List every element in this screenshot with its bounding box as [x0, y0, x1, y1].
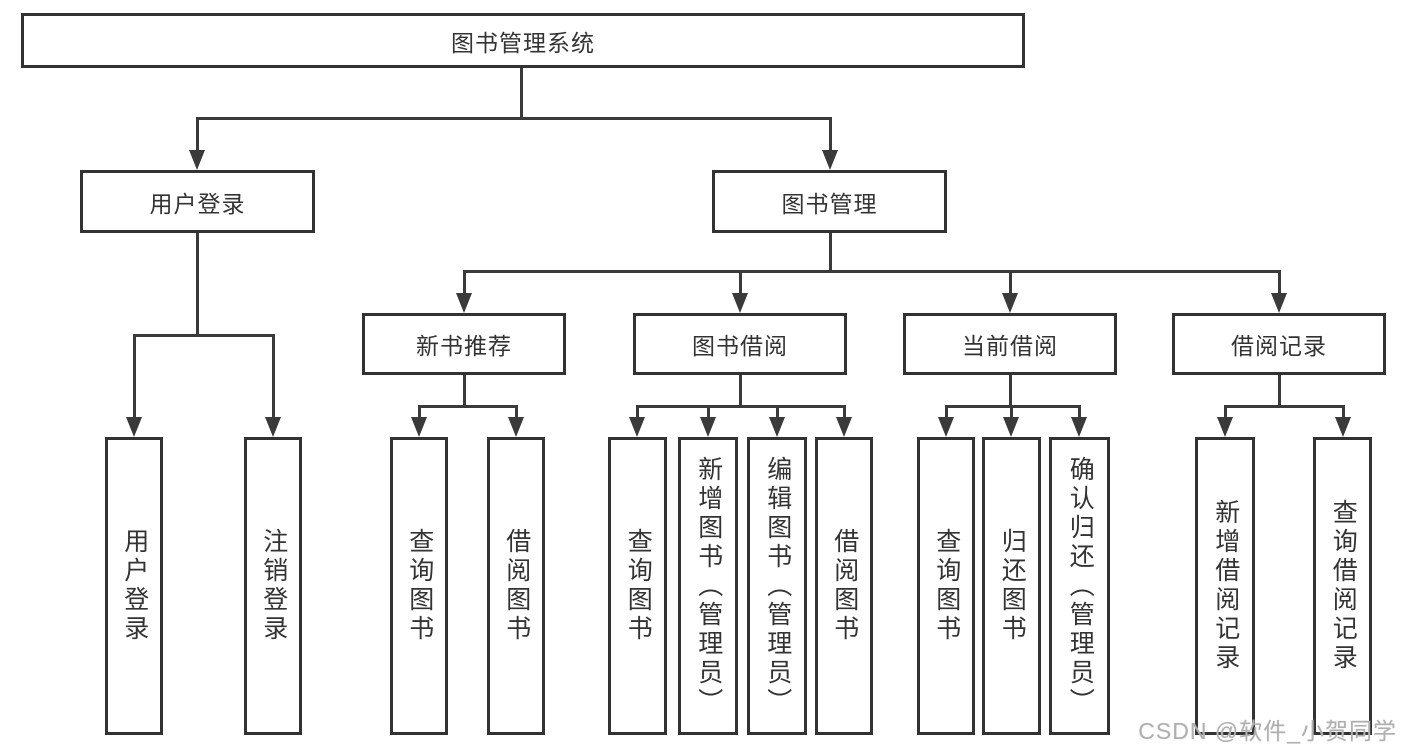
arrowhead-down-icon	[126, 417, 142, 437]
node-new-book-recommend: 新书推荐	[362, 313, 566, 375]
node-user-login-label: 用户登录	[149, 190, 246, 217]
node-book-borrow: 图书借阅	[633, 313, 847, 375]
node-borrow-record-label: 借阅记录	[1231, 333, 1327, 359]
connector-line	[1223, 404, 1345, 408]
leaf-borrow-books-1-label: 借阅图书	[502, 528, 531, 644]
connector-line	[635, 406, 639, 421]
connector-line	[271, 335, 275, 421]
arrowhead-down-icon	[822, 150, 838, 170]
connector-line	[828, 233, 832, 271]
node-current-borrow: 当前借阅	[903, 313, 1117, 375]
leaf-query-books-1: 查询图书	[390, 437, 448, 735]
connector-line	[1077, 406, 1081, 421]
leaf-user-login: 用户登录	[105, 437, 163, 735]
arrowhead-down-icon	[411, 417, 427, 437]
arrowhead-down-icon	[732, 293, 748, 313]
connector-line	[828, 118, 832, 154]
node-root: 图书管理系统	[21, 13, 1025, 68]
leaf-query-borrow-record: 查询借阅记录	[1313, 437, 1372, 735]
leaf-confirm-return-label: 确认归还（管理员）	[1066, 455, 1095, 717]
arrowhead-down-icon	[508, 417, 524, 437]
node-borrow-record: 借阅记录	[1172, 313, 1386, 375]
node-root-label: 图书管理系统	[451, 29, 595, 56]
node-new-book-recommend-label: 新书推荐	[416, 333, 512, 359]
connector-line	[1008, 271, 1012, 297]
arrowhead-down-icon	[1002, 293, 1018, 313]
leaf-query-books-3-label: 查询图书	[932, 528, 961, 644]
connector-line	[944, 406, 948, 421]
connector-line	[1223, 406, 1227, 421]
connector-line	[462, 271, 466, 297]
connector-line	[132, 333, 275, 337]
leaf-borrow-books-2-label: 借阅图书	[830, 528, 859, 644]
leaf-return-books: 归还图书	[982, 437, 1041, 735]
arrowhead-down-icon	[1003, 417, 1019, 437]
arrowhead-down-icon	[938, 417, 954, 437]
connector-line	[842, 406, 846, 421]
leaf-logout: 注销登录	[244, 437, 302, 735]
arrowhead-down-icon	[1271, 293, 1287, 313]
leaf-query-books-2: 查询图书	[608, 437, 667, 735]
connector-line	[738, 271, 742, 297]
leaf-query-borrow-record-label: 查询借阅记录	[1329, 499, 1358, 673]
node-book-management: 图书管理	[712, 170, 947, 233]
leaf-query-books-3: 查询图书	[917, 437, 975, 735]
node-book-management-label: 图书管理	[781, 190, 878, 217]
leaf-borrow-books-1: 借阅图书	[487, 437, 545, 735]
arrowhead-down-icon	[1335, 417, 1351, 437]
node-user-login: 用户登录	[80, 170, 315, 233]
connector-line	[738, 375, 742, 406]
leaf-edit-books-admin-label: 编辑图书（管理员）	[763, 455, 792, 717]
node-book-borrow-label: 图书借阅	[692, 333, 788, 359]
leaf-edit-books-admin: 编辑图书（管理员）	[747, 437, 807, 735]
arrowhead-down-icon	[629, 417, 645, 437]
connector-line	[195, 116, 832, 120]
connector-line	[195, 233, 199, 335]
arrowhead-down-icon	[189, 150, 205, 170]
arrowhead-down-icon	[769, 417, 785, 437]
connector-line	[520, 68, 523, 118]
arrowhead-down-icon	[836, 417, 852, 437]
leaf-logout-label: 注销登录	[259, 528, 288, 644]
connector-line	[195, 118, 199, 154]
connector-line	[417, 404, 518, 408]
arrowhead-down-icon	[265, 417, 281, 437]
watermark: CSDN @软件_小贺同学	[1138, 718, 1397, 744]
connector-line	[417, 406, 421, 421]
connector-line	[706, 406, 710, 421]
connector-line	[1009, 406, 1013, 421]
leaf-add-books-admin: 新增图书（管理员）	[678, 437, 738, 735]
arrowhead-down-icon	[700, 417, 716, 437]
connector-line	[1277, 271, 1281, 297]
leaf-confirm-return: 确认归还（管理员）	[1049, 437, 1110, 735]
connector-line	[635, 404, 846, 408]
connector-line	[462, 375, 466, 406]
leaf-return-books-label: 归还图书	[998, 528, 1027, 644]
connector-line	[1341, 406, 1345, 421]
leaf-query-books-2-label: 查询图书	[624, 528, 653, 644]
arrowhead-down-icon	[1217, 417, 1233, 437]
leaf-borrow-books-2: 借阅图书	[815, 437, 873, 735]
connector-line	[944, 404, 1081, 408]
arrowhead-down-icon	[1071, 417, 1087, 437]
leaf-user-login-label: 用户登录	[120, 528, 149, 644]
connector-line	[775, 406, 779, 421]
connector-line	[1277, 375, 1281, 406]
connector-line	[514, 406, 518, 421]
node-current-borrow-label: 当前借阅	[962, 333, 1058, 359]
leaf-add-books-admin-label: 新增图书（管理员）	[694, 455, 723, 717]
connector-line	[1008, 375, 1012, 406]
leaf-add-borrow-record-label: 新增借阅记录	[1211, 499, 1240, 673]
arrowhead-down-icon	[456, 293, 472, 313]
connector-line	[462, 269, 1281, 273]
leaf-query-books-1-label: 查询图书	[405, 528, 434, 644]
leaf-add-borrow-record: 新增借阅记录	[1195, 437, 1255, 735]
connector-line	[132, 335, 136, 421]
